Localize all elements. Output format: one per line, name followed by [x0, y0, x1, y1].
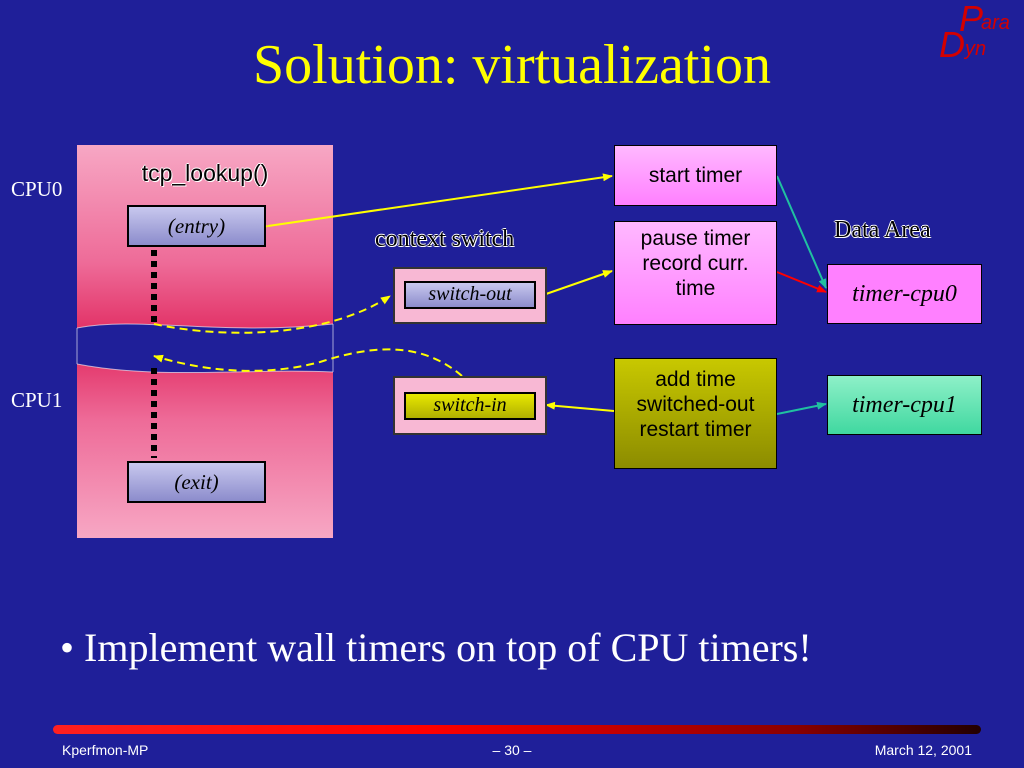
bullet-point: • Implement wall timers on top of CPU ti… — [60, 624, 812, 671]
bullet-text: Implement wall timers on top of CPU time… — [84, 625, 812, 670]
context-switch-band — [77, 324, 333, 373]
exit-probe: (exit) — [127, 461, 266, 503]
logo-letter-yn: yn — [965, 38, 987, 60]
arrow-add-time-switch-in — [545, 401, 615, 412]
footer-page-number: – 30 – — [492, 742, 532, 758]
add-time-line-2: switched-out — [636, 393, 755, 416]
logo-letter-ara: ara — [981, 12, 1010, 34]
add-time-line-1: add time — [655, 368, 736, 391]
switch-in-box: switch-in — [393, 376, 547, 435]
footer-date: March 12, 2001 — [874, 742, 972, 758]
switch-out-label: switch-out — [404, 281, 536, 309]
pause-timer-line-2: record curr. — [642, 252, 749, 275]
pause-timer-line-1: pause timer — [640, 227, 751, 250]
footer-left: Kperfmon-MP — [62, 742, 149, 758]
switch-in-label: switch-in — [404, 392, 536, 420]
add-time-line-3: restart timer — [639, 418, 752, 441]
timer-cpu1-box: timer-cpu1 — [827, 375, 982, 435]
switch-out-box: switch-out — [393, 267, 547, 324]
data-area-label: Data Area — [834, 217, 931, 243]
cpu0-label: CPU0 — [11, 177, 63, 201]
timer-cpu0-box: timer-cpu0 — [827, 264, 982, 324]
pause-timer-line-3: time — [675, 277, 716, 300]
arrow-pause-timer-cpu0 — [776, 271, 827, 293]
arrow-add-time-cpu1 — [776, 401, 827, 415]
arrow-from-switch-in — [153, 348, 463, 377]
arrow-start-timer-cpu0 — [776, 175, 827, 289]
arrow-switch-out-pause — [545, 270, 613, 295]
pause-timer-box: pause timer record curr. time — [614, 221, 777, 325]
context-switch-label: context switch — [375, 226, 515, 252]
start-timer-box: start timer — [614, 145, 777, 206]
cpu1-label: CPU1 — [11, 388, 63, 412]
logo-letter-p: P — [959, 0, 984, 39]
entry-probe: (entry) — [127, 205, 266, 247]
paradyn-logo: P ara D yn — [935, 0, 1024, 65]
arrow-start-timer-entry — [258, 173, 613, 232]
function-name: tcp_lookup() — [141, 160, 269, 186]
arrow-to-switch-out — [153, 295, 391, 334]
footer-bar — [53, 725, 981, 734]
bullet-marker: • — [60, 625, 85, 670]
logo-letter-d: D — [939, 24, 965, 65]
slide-title: Solution: virtualization — [253, 34, 771, 96]
add-time-box: add time switched-out restart timer — [614, 358, 777, 469]
